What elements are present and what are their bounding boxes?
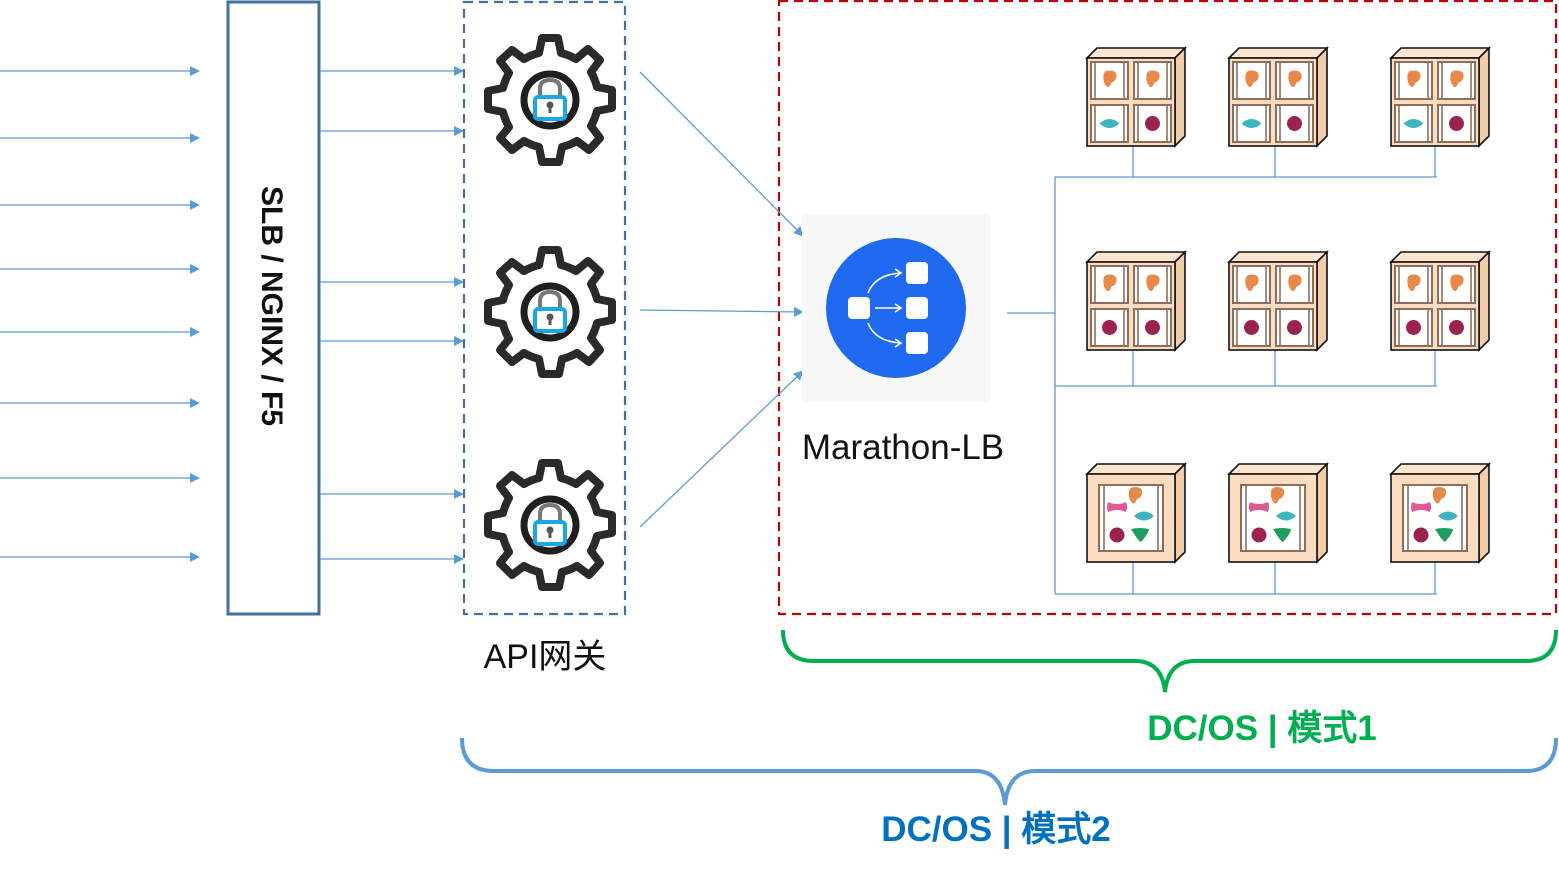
gateway-gear-lock-icon [488,463,612,587]
container-node[interactable] [1227,46,1329,148]
orange-shape [1450,274,1464,291]
orange-shape [1407,274,1421,291]
incoming-request-arrows [0,66,200,562]
pink-shape [1107,502,1127,512]
api-gateway-group[interactable] [462,0,627,616]
mode2-label: DC/OS | 模式2 [881,810,1111,849]
orange-shape [1146,70,1160,87]
maroon-shape [1413,527,1429,543]
maroon-shape [1145,320,1160,335]
marathon-lb-label: Marathon-LB [802,428,1004,467]
container-node[interactable] [1227,250,1329,352]
api-gateway-label: API网关 [484,638,607,676]
teal-shape [1276,511,1296,521]
teal-shape [1438,511,1458,521]
container-node[interactable] [1085,462,1187,564]
container-node[interactable] [1389,250,1491,352]
pink-shape [1249,502,1269,512]
maroon-shape [1102,320,1117,335]
teal-shape [1099,119,1120,128]
maroon-shape [1145,116,1160,131]
maroon-shape [1449,320,1464,335]
maroon-shape [1287,320,1302,335]
container-node[interactable] [1085,250,1187,352]
maroon-shape [1244,320,1259,335]
slb-box[interactable]: SLB / NGINX / F5 [226,0,321,616]
maroon-shape [1287,116,1302,131]
orange-shape [1288,274,1302,291]
container-node[interactable] [1085,46,1187,148]
orange-shape [1270,487,1285,504]
marathon-to-nodes-lines [1007,126,1442,595]
pink-shape [1411,502,1431,512]
teal-shape [1134,511,1154,521]
green-shape [1273,528,1291,542]
mode2-brace [460,737,1558,806]
orange-shape [1432,487,1447,504]
maroon-shape [1449,116,1464,131]
orange-shape [1245,70,1259,87]
orange-shape [1146,274,1160,291]
orange-shape [1407,70,1421,87]
container-node[interactable] [1389,462,1491,564]
container-node[interactable] [1389,46,1491,148]
orange-shape [1103,274,1117,291]
mode1-label: DC/OS | 模式1 [1147,709,1377,748]
gateway-to-marathon-arrows [639,71,804,528]
maroon-shape [1406,320,1421,335]
green-shape [1131,528,1149,542]
orange-shape [1450,70,1464,87]
slb-label: SLB / NGINX / F5 [255,186,288,426]
orange-shape [1288,70,1302,87]
orange-shape [1103,70,1117,87]
green-shape [1435,528,1453,542]
container-nodes [1085,46,1491,564]
gateway-gear-lock-icon [488,38,612,162]
mode1-brace [781,629,1558,693]
marathon-lb-node[interactable] [802,214,990,402]
maroon-shape [1109,527,1125,543]
teal-shape [1403,119,1424,128]
dcos-cluster-region [777,0,1558,616]
maroon-shape [1251,527,1267,543]
slb-to-gateway-arrows [320,66,464,564]
gateway-gear-lock-icon [488,250,612,374]
teal-shape [1241,119,1262,128]
orange-shape [1245,274,1259,291]
orange-shape [1128,487,1143,504]
container-node[interactable] [1227,462,1329,564]
